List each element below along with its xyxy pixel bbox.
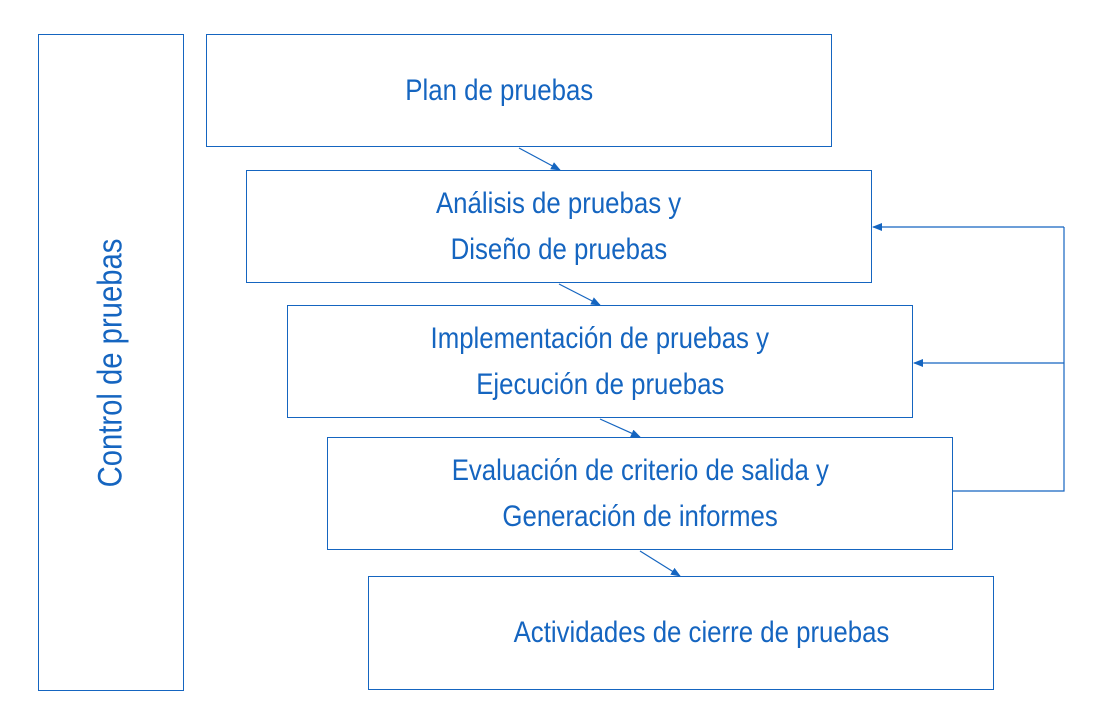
arrow-evaluacion-to-cierre (639, 550, 681, 577)
implementacion-label-line1: Implementación de pruebas y (430, 321, 770, 355)
evaluacion-label-line1: Evaluación de criterio de salida y (451, 453, 829, 487)
cierre-label: Actividades de cierre de pruebas (513, 616, 889, 649)
analisis-diseno-box: Análisis de pruebas y Diseño de pruebas (246, 170, 872, 283)
plan-de-pruebas-box: Plan de pruebas (206, 34, 832, 147)
control-de-pruebas-label: Control de pruebas (91, 238, 130, 487)
analisis-label-line1: Análisis de pruebas y (436, 186, 682, 220)
arrow-plan-to-analisis (518, 147, 561, 171)
evaluacion-label-line2: Generación de informes (502, 499, 778, 533)
evaluacion-generacion-box: Evaluación de criterio de salida y Gener… (327, 437, 953, 550)
analisis-label-line2: Diseño de pruebas (450, 232, 668, 266)
control-de-pruebas-box: Control de pruebas (38, 34, 184, 691)
actividades-cierre-box: Actividades de cierre de pruebas (368, 576, 994, 690)
plan-de-pruebas-label: Plan de pruebas (405, 73, 593, 107)
implementacion-label-line2: Ejecución de pruebas (475, 367, 725, 401)
arrow-implementacion-to-evaluacion (599, 418, 641, 438)
implementacion-ejecucion-box: Implementación de pruebas y Ejecución de… (287, 305, 913, 418)
arrow-analisis-to-implementacion (558, 283, 601, 306)
feedback-loop-line (953, 227, 1065, 492)
